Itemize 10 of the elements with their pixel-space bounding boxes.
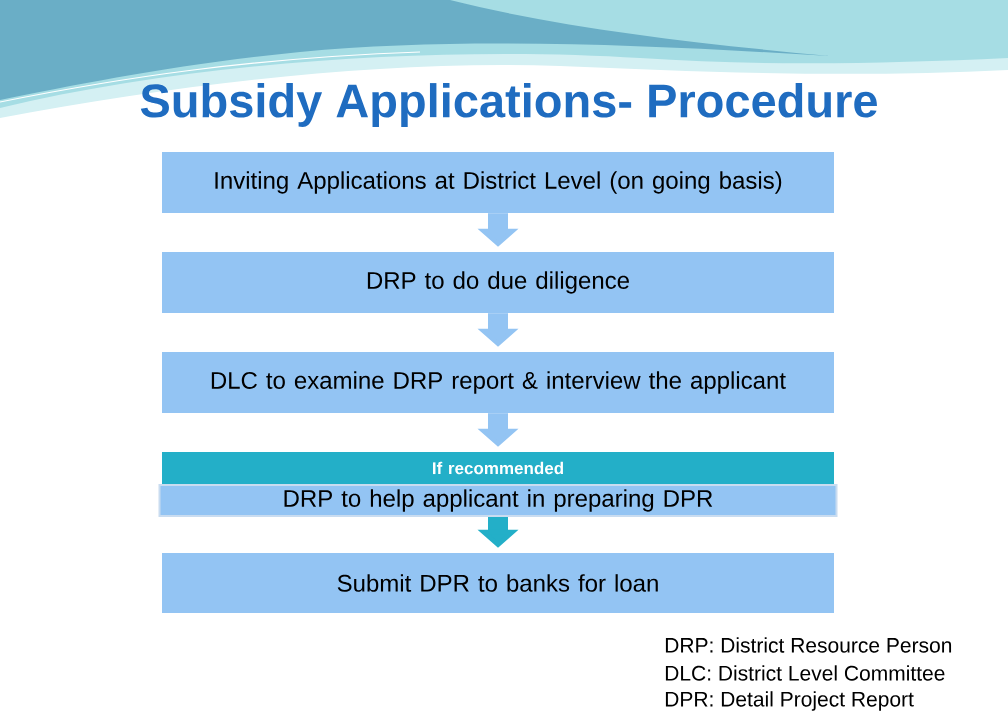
abbreviation-note: DPR: Detail Project Report (665, 691, 914, 711)
condition-band: If recommended (162, 452, 834, 484)
abbreviation-note: DLC: District Level Committee (665, 665, 945, 681)
process-box: Submit DPR to banks for loan (162, 553, 834, 613)
process-box: DRP to help applicant in preparing DPR (158, 484, 838, 517)
process-box: DRP to do due diligence (162, 252, 834, 313)
process-box: Inviting Applications at District Level (on going basis) (162, 152, 834, 213)
abbreviation-note: DRP: District Resource Person (665, 637, 952, 653)
process-box: DLC to examine DRP report & interview the applicant (162, 352, 834, 413)
title: Subsidy Applications- Procedure (140, 83, 877, 127)
